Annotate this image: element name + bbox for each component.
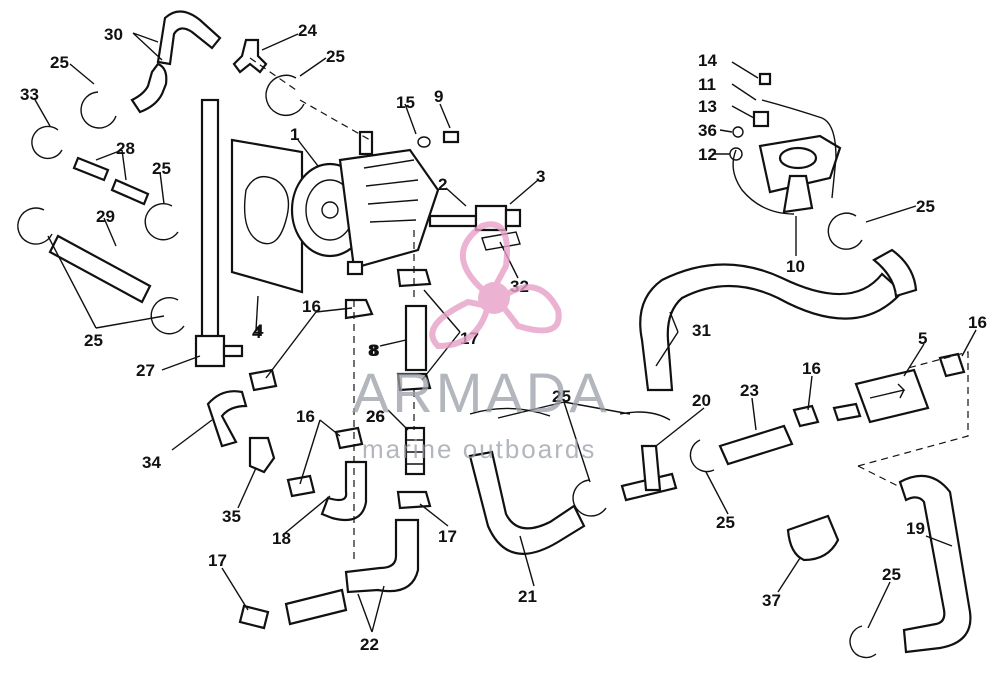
callout-31: 31 bbox=[692, 321, 711, 340]
callout-18: 18 bbox=[272, 529, 291, 548]
callout-26: 26 bbox=[366, 407, 385, 426]
callout-13: 13 bbox=[698, 97, 717, 116]
callout-16: 16 bbox=[302, 297, 321, 316]
callout-8: 8 bbox=[370, 341, 379, 360]
callout-19: 19 bbox=[906, 519, 925, 538]
callout-15: 15 bbox=[396, 93, 415, 112]
callout-10: 10 bbox=[786, 257, 805, 276]
callout-labels: 30 24 25 25 33 28 25 29 25 27 4 4 1 15 9… bbox=[20, 21, 987, 654]
callout-37: 37 bbox=[762, 591, 781, 610]
watermark-tagline: marine outboards bbox=[362, 434, 596, 464]
callout-30: 30 bbox=[104, 25, 123, 44]
callout-11: 11 bbox=[698, 75, 716, 94]
callout-36: 36 bbox=[698, 121, 717, 140]
callout-9: 9 bbox=[434, 87, 443, 106]
callout-5: 5 bbox=[918, 329, 927, 348]
callout-3: 3 bbox=[536, 167, 545, 186]
callout-34: 34 bbox=[142, 453, 161, 472]
callout-1: 1 bbox=[290, 125, 299, 144]
leader-lines bbox=[33, 32, 977, 633]
callout-25: 25 bbox=[552, 387, 571, 406]
callout-25: 25 bbox=[326, 47, 345, 66]
callout-25: 25 bbox=[916, 197, 935, 216]
callout-17: 17 bbox=[438, 527, 457, 546]
callout-22: 22 bbox=[360, 635, 379, 654]
callout-29: 29 bbox=[96, 207, 115, 226]
callout-14: 14 bbox=[698, 51, 717, 70]
callout-16: 16 bbox=[968, 313, 987, 332]
callout-25: 25 bbox=[84, 331, 103, 350]
part-drawings bbox=[17, 10, 972, 659]
callout-16: 16 bbox=[802, 359, 821, 378]
callout-25: 25 bbox=[152, 159, 171, 178]
propeller-logo-icon bbox=[429, 221, 562, 350]
callout-8: 8 bbox=[368, 341, 377, 360]
callout-16: 16 bbox=[296, 407, 315, 426]
callout-24: 24 bbox=[298, 21, 317, 40]
callout-17: 17 bbox=[208, 551, 227, 570]
callout-27: 27 bbox=[136, 361, 155, 380]
watermark-brand: ARMADA bbox=[352, 361, 610, 424]
callout-28: 28 bbox=[116, 139, 135, 158]
callout-2: 2 bbox=[438, 175, 447, 194]
callout-33: 33 bbox=[20, 85, 39, 104]
watermark: ARMADA marine outboards bbox=[352, 221, 610, 464]
callout-12: 12 bbox=[698, 145, 717, 164]
callout-4: 4 bbox=[254, 321, 264, 340]
callout-35: 35 bbox=[222, 507, 241, 526]
callout-21: 21 bbox=[518, 587, 537, 606]
callout-23: 23 bbox=[740, 381, 759, 400]
callout-25: 25 bbox=[716, 513, 735, 532]
callout-4: 4 bbox=[252, 323, 262, 342]
callout-20: 20 bbox=[692, 391, 711, 410]
callout-26: 26 bbox=[366, 407, 385, 426]
callout-25: 25 bbox=[50, 53, 69, 72]
callout-25: 25 bbox=[882, 565, 901, 584]
